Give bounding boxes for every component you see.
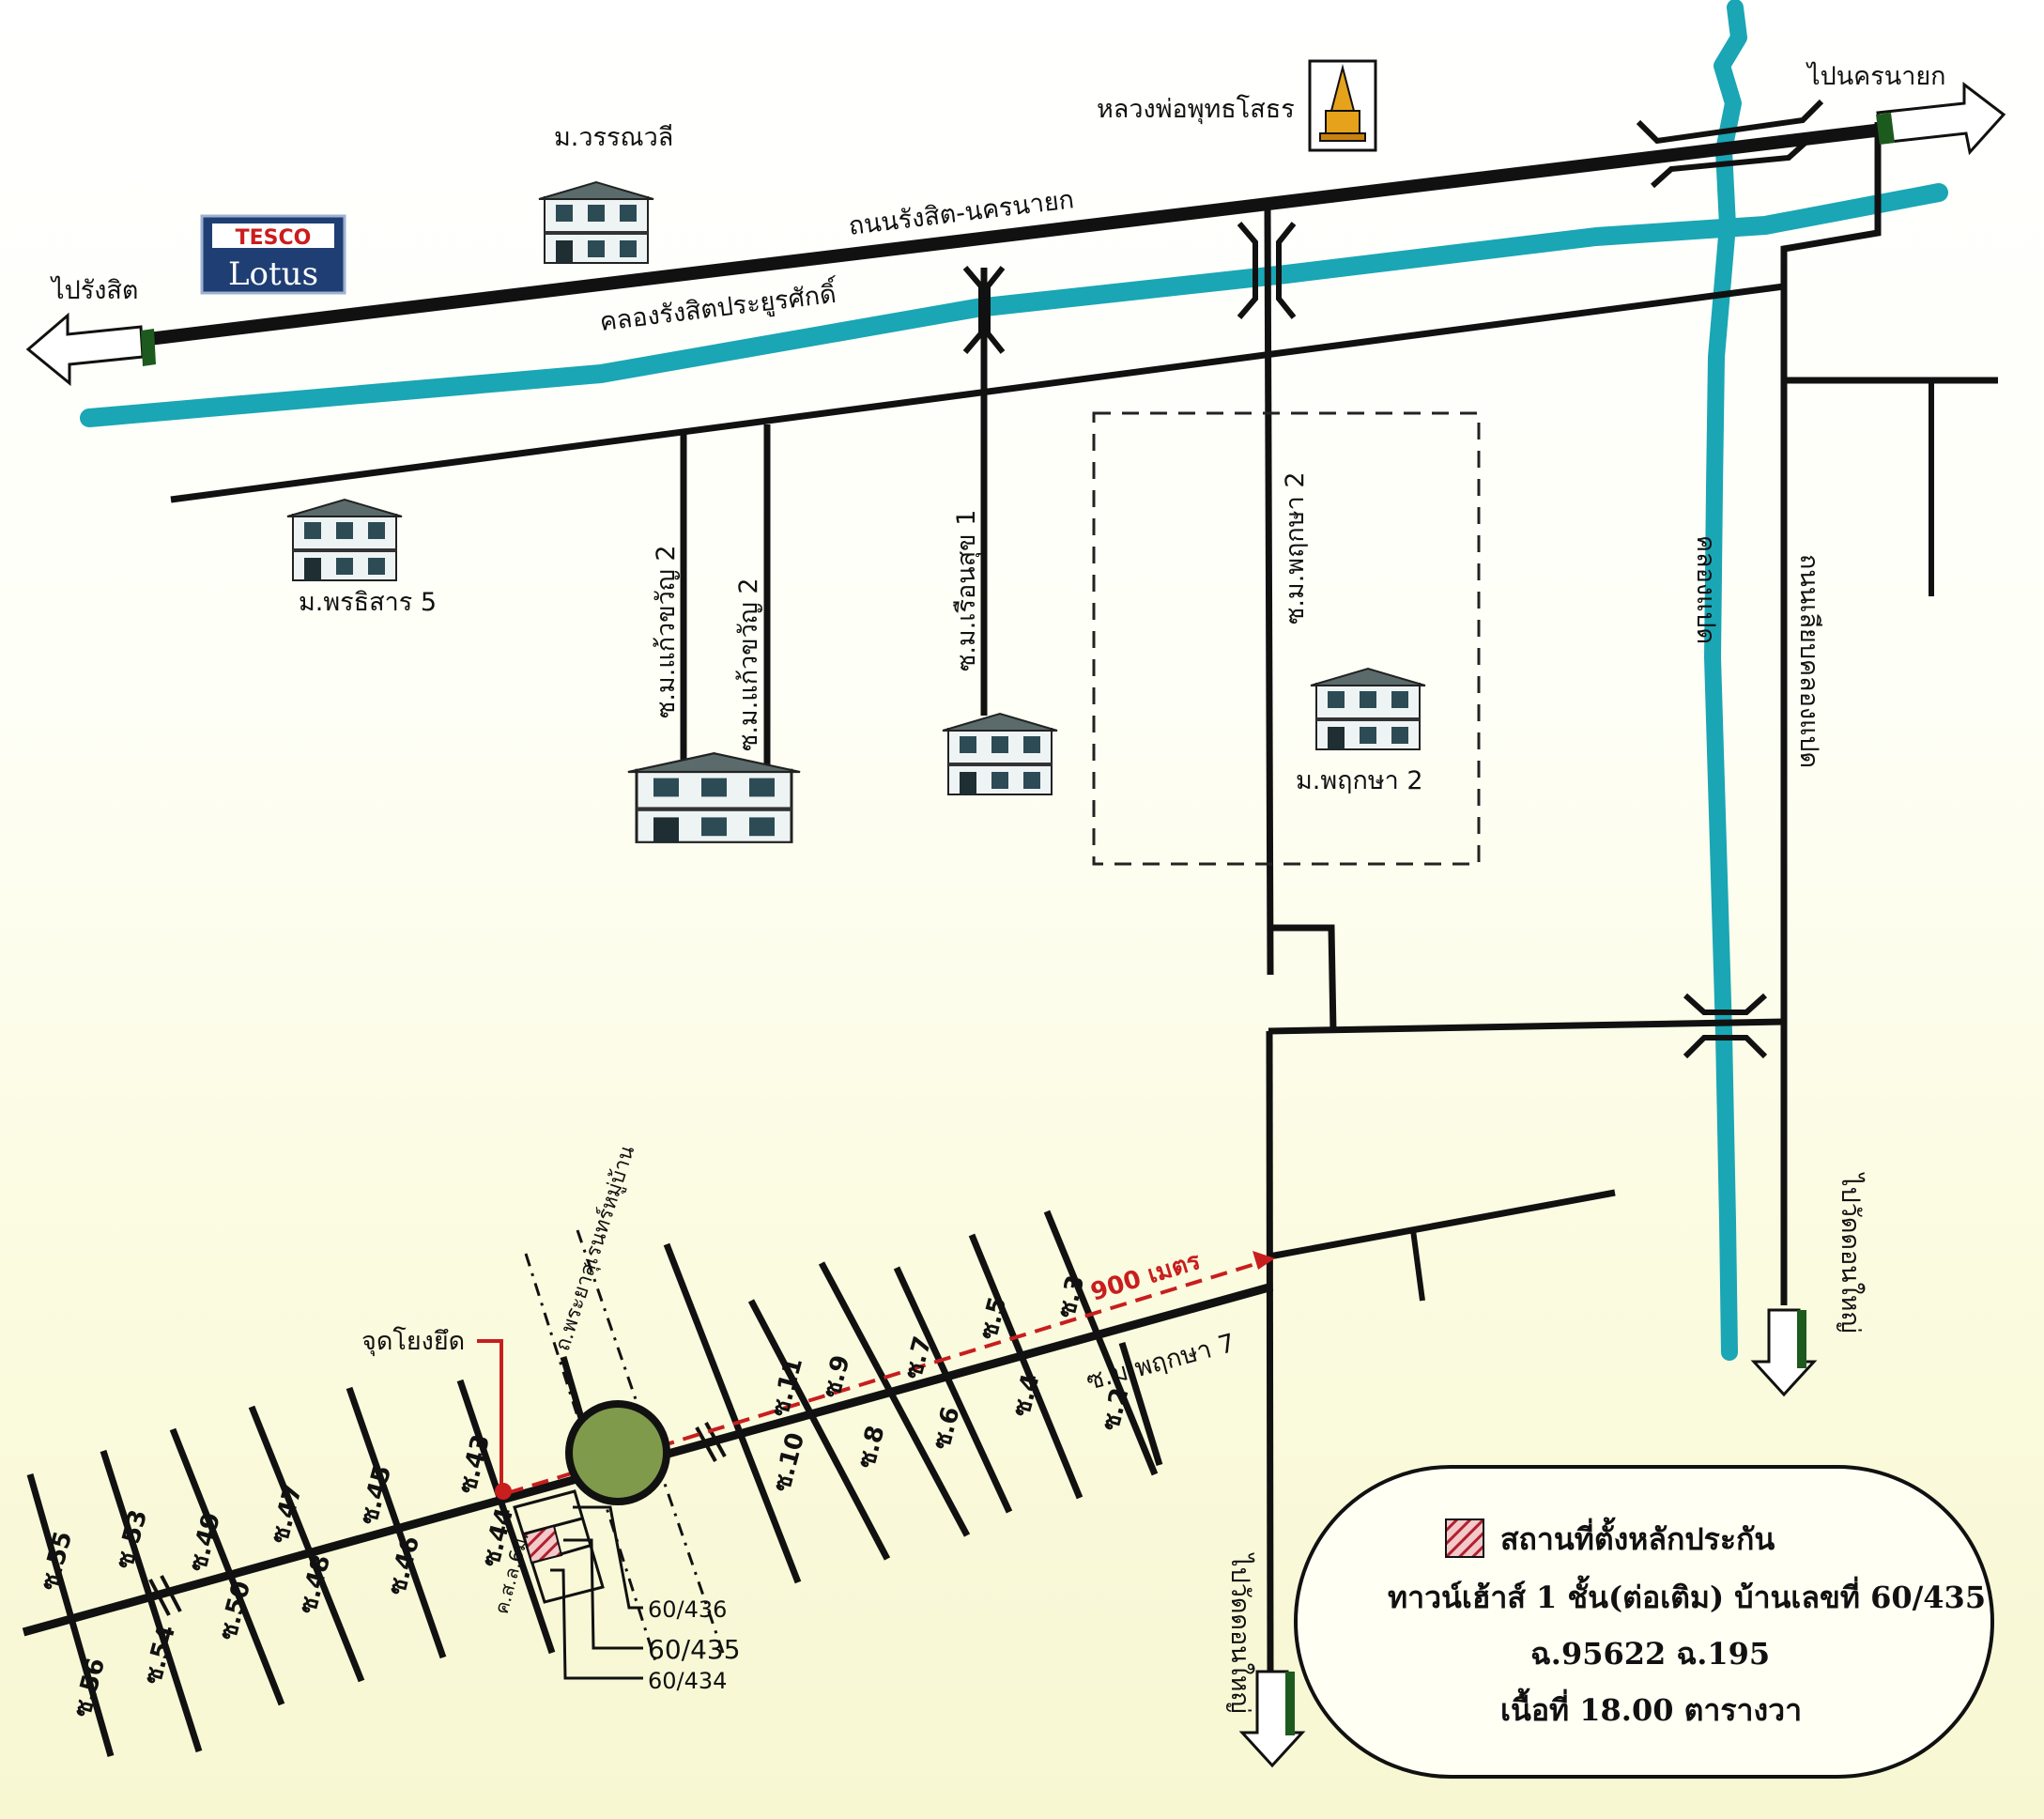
bridge-icon <box>1636 99 1824 189</box>
label-to-wat-don-yai-bottom: ไปวัดดอนใหญ่ <box>1225 1552 1255 1714</box>
soi-56-label: ซ.56 <box>69 1655 111 1719</box>
label-moo-pruksa-2: ม.พฤกษา 2 <box>1296 766 1423 795</box>
soi-45-label: ซ.45 <box>355 1462 397 1527</box>
label-house-434: 60/434 <box>648 1668 727 1694</box>
khlong-paet-frontage-road <box>1780 122 1882 1305</box>
legend-title: สถานที่ตั้งหลักประกัน <box>1500 1517 1775 1557</box>
direction-arrow-icon <box>1876 81 2006 156</box>
roundabout <box>565 1400 670 1505</box>
collateral-plot <box>522 1524 563 1565</box>
rangsit-nakhon-nayok-road <box>140 120 1907 347</box>
road-jog <box>1270 924 1337 1032</box>
junction-dot <box>495 1483 512 1500</box>
main-soi-dash-left <box>524 1253 659 1668</box>
svg-text:TESCO: TESCO <box>236 226 312 250</box>
direction-arrow-icon <box>25 312 156 387</box>
legend-line1: ทาวน์เฮ้าส์ 1 ชั้น(ต่อเติม) บ้านเลขที่ 6… <box>1388 1575 1986 1615</box>
temple-stupa-icon <box>1308 59 1377 152</box>
legend-line3: เนื้อที่ 18.00 ตารางวา <box>1500 1688 1802 1728</box>
label-house-436: 60/436 <box>648 1596 727 1623</box>
tesco-lotus-logo: TESCO Lotus <box>200 214 346 295</box>
label-main-soi: ถ.พระยาสุเรนทร์หมู่บ้าน <box>551 1143 639 1354</box>
label-soi-kaewkwan-a: ซ.ม.แก้วขวัญ 2 <box>652 545 681 718</box>
frontage-road <box>170 283 1785 503</box>
label-to-nakhon-nayok: ไปนครนายก <box>1806 62 1946 91</box>
label-moo-wannawalee: ม.วรรณวลี <box>554 123 673 152</box>
house-icon <box>286 499 403 581</box>
label-soi-kaewkwan-b: ซ.ม.แก้วขวัญ 2 <box>734 578 763 751</box>
house-icon <box>942 713 1058 795</box>
soi-roads <box>26 1210 1163 1757</box>
label-to-wat-don-yai-right: ไปวัดดอนใหญ่ <box>1836 1172 1866 1333</box>
khlong-rangsit-canal <box>80 183 1948 427</box>
label-junction-point: จุดโยงยึด <box>361 1327 465 1357</box>
bridge-icon <box>1683 993 1768 1059</box>
soi-pruksa-7-east-stub <box>1410 1229 1425 1302</box>
road-to-wat-don-yai-bottom <box>1266 1030 1274 1673</box>
house-icon <box>538 181 654 264</box>
soi-53-label: ซ.53 <box>111 1506 153 1571</box>
soi-9-label: ซ.9 <box>818 1352 856 1401</box>
label-moo-porntisarn: ม.พรธิสาร 5 <box>299 588 437 617</box>
junction-pointer <box>477 1339 503 1488</box>
label-soi-ruensuk: ซ.ม.เรือนสุข 1 <box>952 510 982 671</box>
soi-4-label: ซ.4 <box>1007 1371 1046 1420</box>
direction-arrow-icon <box>1750 1308 1818 1397</box>
soi-pruksa-7-east-road <box>1268 1189 1616 1260</box>
label-road-khlong-paet: ถนนเลียบคลองแปด <box>1794 554 1823 768</box>
plot-leaders <box>550 1505 643 1680</box>
legend-line2: ฉ.95622 ฉ.195 <box>1530 1636 1770 1672</box>
legend-box: สถานที่ตั้งหลักประกัน ทาวน์เฮ้าส์ 1 ชั้น… <box>1294 1465 1994 1779</box>
soi-5-label: ซ.5 <box>975 1294 1013 1343</box>
soi-3-label: ซ.3 <box>1053 1272 1091 1321</box>
khlong-paet-canal <box>1704 0 1747 1361</box>
label-soi-pruksa-2: ซ.ม.พฤกษา 2 <box>1281 471 1310 624</box>
soi-11-label: ซ.11 <box>766 1354 808 1419</box>
house-icon <box>1310 668 1426 750</box>
label-temple: หลวงพ่อพุทธโสธร <box>1097 95 1295 125</box>
soi-8-label: ซ.8 <box>853 1423 891 1472</box>
label-khlong-paet: คลองแปด <box>1691 535 1720 644</box>
bridge-icon <box>148 1422 727 1616</box>
lower-connector-road <box>1268 1018 1785 1035</box>
svg-text:Lotus: Lotus <box>228 255 318 293</box>
label-house-435: 60/435 <box>648 1634 741 1665</box>
pruksa-2-boundary <box>1092 411 1481 866</box>
soi-pruksa-2-road <box>1264 206 1274 976</box>
route-arrowhead <box>1253 1251 1275 1270</box>
house-icon <box>626 751 802 844</box>
soi-7-label: ซ.7 <box>899 1333 938 1382</box>
bridge-icon <box>1237 222 1297 319</box>
label-to-rangsit: ไปรังสิต <box>50 276 138 305</box>
direction-arrow-icon <box>1238 1670 1306 1768</box>
bridge-icon <box>962 266 1006 354</box>
hatched-square-icon <box>1445 1518 1484 1558</box>
soi-55-label: ซ.55 <box>36 1528 78 1593</box>
soi-6-label: ซ.6 <box>928 1404 966 1453</box>
soi-10-label: ซ.10 <box>768 1429 810 1494</box>
